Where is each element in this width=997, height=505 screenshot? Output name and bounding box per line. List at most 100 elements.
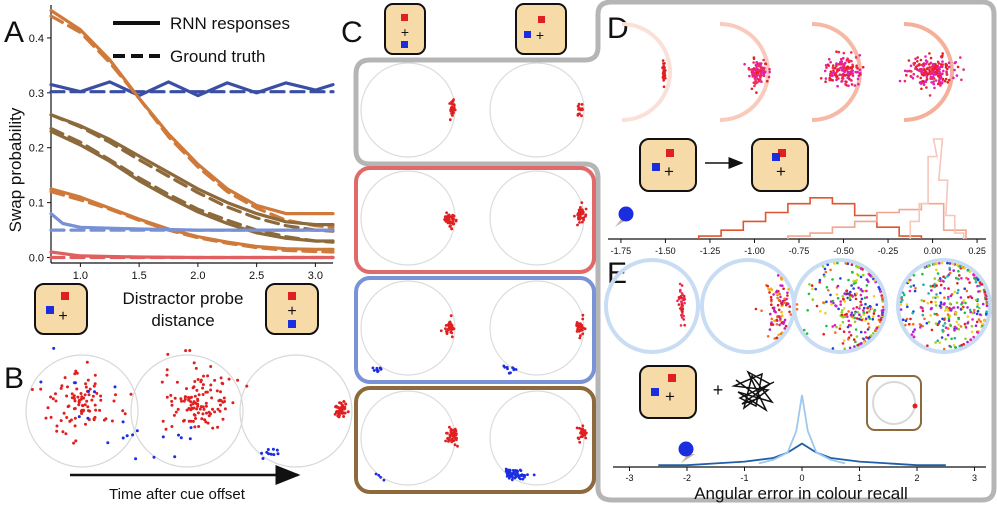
- e-response-dot: [779, 317, 782, 321]
- d-response-dot: [766, 79, 769, 83]
- e-response-dot: [927, 320, 931, 324]
- e-response-dot: [844, 262, 848, 265]
- d-xtick-label: -0.75: [789, 246, 810, 256]
- c-red-dot: [448, 425, 451, 429]
- d-response-dot: [909, 74, 913, 78]
- c-red-dot: [576, 104, 580, 108]
- e-response-dot: [847, 319, 851, 323]
- b1-red-dot: [64, 432, 68, 436]
- c-blue-dot: [513, 476, 517, 480]
- b2-red-dot: [227, 377, 231, 381]
- e-response-dot: [930, 300, 933, 304]
- b2-red-dot: [194, 417, 197, 420]
- e-response-dot: [967, 296, 970, 299]
- e-response-dot: [963, 311, 967, 315]
- b1-red-dot: [82, 408, 86, 412]
- d-response-dot: [850, 71, 853, 74]
- b2-red-dot: [201, 405, 205, 409]
- e-response-dot: [846, 315, 849, 318]
- c-red-dot: [452, 103, 456, 106]
- e-response-dot: [768, 291, 771, 294]
- c-red-dot: [581, 427, 585, 431]
- a-ytick-label: 0.4: [29, 33, 44, 45]
- e-response-dot: [859, 275, 863, 279]
- e-response-dot: [767, 287, 770, 291]
- d-response-dot: [912, 62, 915, 65]
- b2-red-dot: [182, 418, 186, 422]
- d-response-dot: [939, 65, 943, 68]
- c-blue-dot: [378, 366, 382, 370]
- d-response-dot: [752, 61, 755, 64]
- b2-red-dot: [170, 403, 174, 407]
- e-response-dot: [871, 315, 875, 318]
- d-response-dot: [748, 74, 751, 78]
- d-response-dot: [753, 76, 757, 79]
- e-response-dot: [833, 262, 836, 265]
- e-response-dot: [810, 284, 814, 287]
- d-response-dot: [933, 73, 937, 76]
- d-response-dot: [912, 72, 915, 76]
- c-red-dot: [576, 436, 580, 440]
- c-red-dot: [582, 218, 585, 222]
- b2-red-dot: [195, 388, 199, 392]
- e-response-dot: [956, 291, 959, 295]
- b2-red-dot: [221, 382, 225, 386]
- d-pin-icon: [615, 206, 634, 227]
- d-response-dot: [664, 77, 667, 80]
- e-response-dot: [957, 327, 960, 331]
- panel-a-axes: [50, 5, 333, 264]
- e-response-dot: [899, 308, 903, 311]
- e-response-dot: [860, 318, 863, 322]
- panel-a-ylabel: Swap probability: [6, 107, 25, 232]
- d-response-dot: [747, 67, 751, 71]
- e-response-dot: [683, 301, 686, 305]
- c-red-dot: [575, 321, 579, 324]
- e-response-dot: [953, 329, 956, 332]
- panel-c-dots: [371, 98, 588, 482]
- e-response-dot: [942, 275, 945, 279]
- d-response-dot: [854, 70, 857, 74]
- e-response-dot: [867, 322, 870, 326]
- e-response-dot: [836, 261, 839, 265]
- c-red-dot: [439, 329, 443, 333]
- e-response-dot: [815, 304, 819, 308]
- b3-red-dot: [337, 414, 341, 418]
- e-response-dot: [978, 281, 982, 284]
- e-response-dot: [847, 337, 850, 341]
- e-response-dot: [957, 269, 960, 273]
- d-response-dot: [933, 67, 937, 71]
- e-response-dot: [864, 317, 868, 321]
- b2-red-dot: [193, 394, 197, 398]
- e-response-dot: [849, 313, 853, 317]
- d-response-dot: [928, 66, 931, 69]
- e-hist-series-0: [658, 442, 946, 467]
- c-red-dot: [578, 221, 581, 224]
- c-blue-dot: [374, 472, 378, 476]
- e-response-dot: [985, 310, 988, 314]
- e-response-dot: [983, 290, 986, 294]
- d-response-dot: [751, 68, 754, 71]
- d-response-dot: [750, 87, 754, 91]
- b2-blue-dot: [135, 429, 139, 433]
- e-response-dot: [866, 306, 869, 310]
- d-response-dot: [753, 72, 757, 75]
- d-response-dot: [905, 73, 908, 77]
- e-response-dot: [935, 284, 938, 287]
- b1-red-dot: [86, 378, 90, 382]
- e-response-dot: [946, 333, 950, 337]
- svg-text:+: +: [776, 162, 786, 181]
- d-response-dot: [928, 69, 931, 73]
- e-response-dot: [872, 295, 876, 298]
- e-response-dot: [778, 323, 781, 327]
- b2-red-dot: [236, 378, 240, 382]
- c-red-dot: [454, 436, 458, 440]
- panel-d-histogram: [698, 138, 967, 239]
- stimulus-icon-near: +: [34, 283, 88, 335]
- d-response-dot: [829, 60, 832, 64]
- e-response-dot: [865, 278, 869, 281]
- e-response-dot: [911, 311, 914, 315]
- b1-red-dot: [72, 441, 76, 445]
- d-response-dot: [837, 50, 841, 54]
- d-response-dot: [767, 75, 771, 79]
- e-response-dot: [920, 299, 924, 302]
